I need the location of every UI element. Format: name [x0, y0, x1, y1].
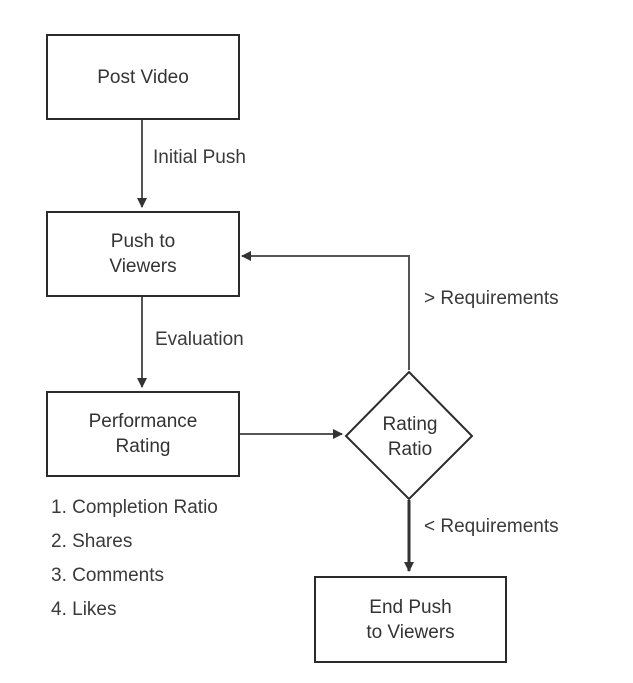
criteria-item: 1. Completion Ratio [51, 497, 218, 518]
rating-ratio-label: Rating Ratio [382, 414, 438, 460]
post-video-node: Post Video [46, 34, 240, 120]
criteria-item: 3. Comments [51, 565, 164, 586]
criteria-item: 2. Shares [51, 531, 133, 552]
criteria-item: 4. Likes [51, 599, 117, 620]
arrow-loop-back [241, 251, 410, 370]
evaluation-label: Evaluation [155, 329, 244, 350]
rating-ratio-diamond [344, 370, 474, 501]
post-video-label: Post Video [97, 66, 189, 88]
rating-criteria-list: 1. Completion Ratio 2. Shares 3. Comment… [51, 491, 218, 627]
greater-requirements-label: > Requirements [424, 288, 559, 309]
initial-push-label: Initial Push [153, 147, 246, 168]
end-push-label: End Push to Viewers [366, 596, 455, 643]
push-to-viewers-node: Push to Viewers [46, 211, 240, 297]
end-push-node: End Push to Viewers [314, 576, 507, 663]
less-requirements-label: < Requirements [424, 516, 559, 537]
performance-rating-label: Performance Rating [88, 411, 198, 457]
push-to-viewers-label: Push to Viewers [109, 231, 177, 277]
performance-rating-node: Performance Rating [46, 391, 240, 477]
